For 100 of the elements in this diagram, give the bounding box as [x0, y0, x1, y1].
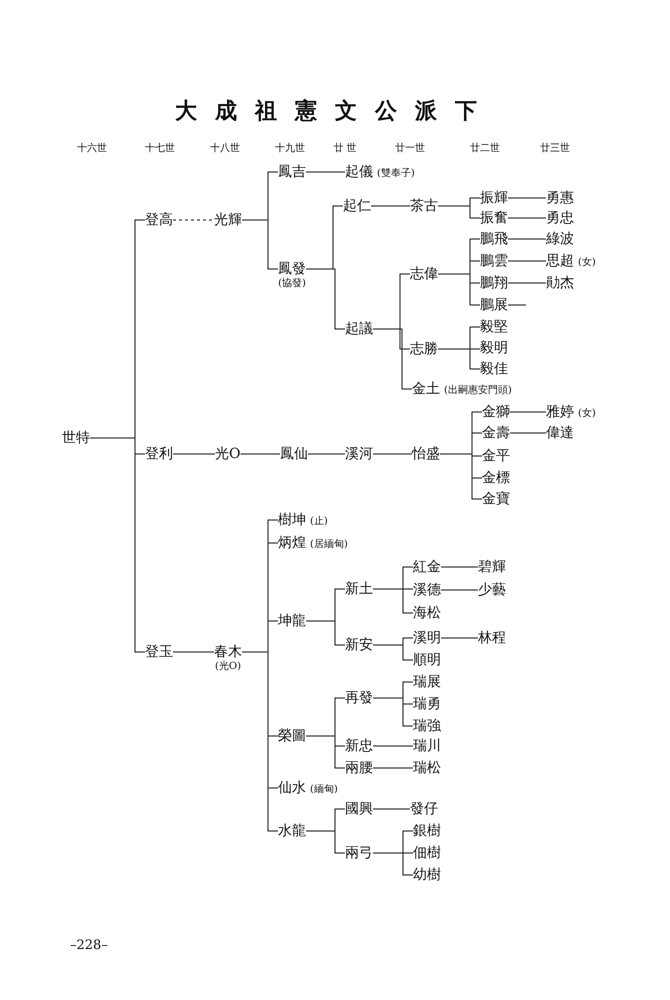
lineage-line	[306, 268, 346, 330]
person-name: 瑞松	[413, 760, 441, 776]
person-name: 偉達	[546, 425, 574, 441]
person-name: 志偉	[410, 266, 438, 282]
person-name: 思超	[546, 253, 574, 269]
name-note: (居緬甸)	[310, 539, 348, 550]
person-name: 銀樹	[413, 823, 441, 839]
person-name: 振奮	[480, 210, 508, 226]
lineage-line	[372, 588, 414, 614]
person-name: 佃樹	[413, 845, 441, 861]
person-name: 光輝	[214, 212, 242, 228]
person-name: 紅金	[413, 559, 441, 575]
person-name: 水龍	[278, 823, 306, 839]
person-name: 再發	[345, 690, 373, 706]
lineage-line	[508, 260, 546, 262]
lineage-line	[90, 438, 146, 652]
person-name: 金獅	[482, 404, 510, 420]
person-name: 登玉	[145, 644, 173, 660]
person-name: 勇忠	[546, 210, 574, 226]
person-name: 坤龍	[278, 613, 306, 629]
person-name: 茶古	[410, 198, 438, 214]
generation-header: 十六世	[77, 142, 107, 155]
person-name: 勇惠	[546, 190, 574, 206]
lineage-line	[372, 852, 414, 876]
lineage-line	[372, 644, 414, 660]
person-name: 登利	[145, 446, 173, 462]
person-name: 光O	[215, 446, 240, 462]
person-name: 金土	[412, 381, 440, 397]
person-name: 順明	[413, 652, 441, 668]
lineage-line	[306, 736, 346, 768]
lineage-line	[242, 652, 278, 832]
person-name: 春木	[214, 644, 242, 660]
person-name: 溪明	[413, 630, 441, 646]
name-note: (協發)	[278, 278, 306, 290]
generation-header: 廿一世	[395, 142, 425, 155]
person-name: 金標	[482, 470, 510, 486]
lineage-line	[508, 304, 526, 306]
lineage-line	[440, 566, 478, 568]
person-name: 金壽	[482, 425, 510, 441]
lineage-line	[372, 808, 410, 810]
person-name: 鳳發	[278, 261, 306, 277]
person-name: 起議	[345, 321, 373, 337]
person-name: 世特	[62, 430, 90, 446]
lineage-line	[306, 830, 346, 854]
person-name: 鵬飛	[480, 231, 508, 247]
person-name: 金寶	[482, 491, 510, 507]
person-name: 碧輝	[478, 559, 506, 575]
person-name: 兩腰	[345, 760, 373, 776]
person-name: 幼樹	[413, 867, 441, 883]
person-name: 雅婷	[546, 404, 574, 420]
person-name: 榮圖	[278, 728, 306, 744]
person-name: 溪德	[413, 582, 441, 598]
generation-header: 廿 世	[333, 142, 357, 155]
person-name: 起儀	[345, 164, 373, 180]
person-name: 林程	[478, 630, 506, 646]
lineage-line	[242, 220, 278, 270]
name-note: (緬甸)	[310, 784, 338, 795]
page-number: –228–	[70, 938, 108, 953]
lineage-line	[306, 620, 346, 646]
person-name: 毅明	[480, 340, 508, 356]
name-note: (雙奉子)	[377, 168, 415, 179]
person-name: 怡盛	[412, 446, 440, 462]
person-name: 新安	[345, 637, 373, 653]
name-note: (光O)	[214, 661, 242, 673]
person-name: 兩弓	[345, 845, 373, 861]
lineage-line	[372, 698, 414, 726]
generation-header: 十九世	[275, 142, 305, 155]
person-name: 綠波	[546, 231, 574, 247]
person-name: 起仁	[343, 198, 371, 214]
person-name: 毅堅	[480, 319, 508, 335]
person-name: 志勝	[410, 341, 438, 357]
lineage-line	[510, 432, 546, 434]
person-name: 海松	[413, 605, 441, 621]
person-name: 振輝	[480, 190, 508, 206]
person-name: 發仔	[410, 801, 438, 817]
person-name: 樹坤	[278, 512, 306, 528]
generation-header: 廿二世	[470, 142, 500, 155]
lineage-line	[440, 454, 482, 500]
person-name: 鵬展	[480, 297, 508, 313]
lineage-line	[438, 206, 480, 218]
name-note: (女)	[578, 257, 596, 268]
person-name: 鳳仙	[280, 446, 308, 462]
person-name: 金平	[482, 448, 510, 464]
page-title: 大成祖憲文公派下	[174, 97, 496, 126]
generation-header: 十七世	[145, 142, 175, 155]
person-name: 瑞強	[413, 718, 441, 734]
person-name: 國興	[345, 801, 373, 817]
person-name: 鵬翔	[480, 275, 508, 291]
person-name: 瑞川	[413, 738, 441, 754]
generation-header: 十八世	[210, 142, 240, 155]
name-note: (女)	[578, 408, 596, 419]
name-note: (出嗣惠安門頭)	[444, 385, 512, 396]
person-name: 少藝	[478, 582, 506, 598]
person-name: 炳煌	[278, 535, 306, 551]
generation-header: 廿三世	[540, 142, 570, 155]
person-name: 瑞展	[413, 674, 441, 690]
person-name: 瑞勇	[413, 696, 441, 712]
person-name: 勛杰	[546, 275, 574, 291]
person-name: 登高	[145, 212, 173, 228]
person-name: 仙水	[278, 780, 306, 796]
